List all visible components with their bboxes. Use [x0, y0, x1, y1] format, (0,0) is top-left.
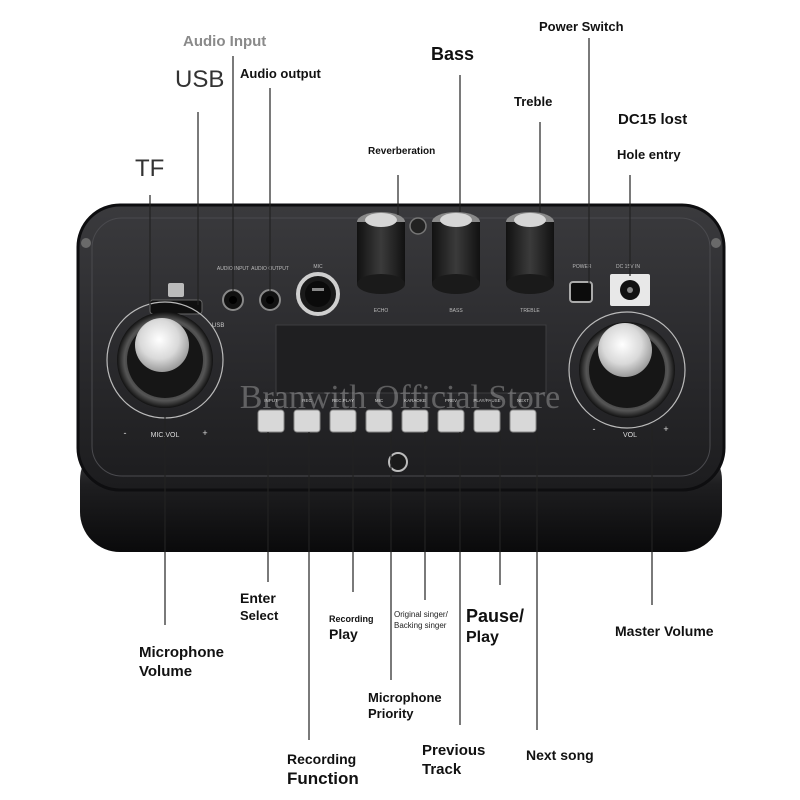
bass-knob	[432, 212, 480, 294]
label-dc15-lost: DC15 lost	[618, 111, 688, 128]
label-pause-play-2: Play	[466, 629, 499, 646]
button-mic	[365, 409, 393, 433]
label-original-singer: Original singer/	[394, 610, 448, 619]
label-tf: TF	[135, 155, 165, 182]
label-treble: Treble	[514, 94, 553, 109]
label-audio-input: Audio Input	[183, 33, 267, 50]
btn-label-next: NEXT	[517, 398, 529, 403]
button-prev	[437, 409, 465, 433]
label-power-switch: Power Switch	[539, 19, 624, 34]
button-rec-play	[329, 409, 357, 433]
panel-dc-label: DC 15V IN	[616, 264, 640, 270]
btn-label-prev: PREV	[445, 398, 457, 403]
panel-bass-label: BASS	[449, 308, 463, 314]
label-recording-function: Recording Function	[287, 749, 359, 789]
label-recording-small: Recording	[329, 614, 374, 624]
btn-label-rec-play: REC.PLAY	[332, 398, 354, 403]
button-rec	[293, 409, 321, 433]
label-pause: Pause/	[466, 606, 525, 626]
btn-label-rec: REC	[302, 398, 312, 403]
btn-label-mic: MIC	[375, 398, 384, 403]
display-window	[275, 324, 547, 394]
label-backing-singer: Backing singer	[394, 621, 447, 630]
label-recording: Recording	[287, 751, 357, 767]
button-play-pause	[473, 409, 501, 433]
label-pause-play: Pause/ Play	[466, 606, 524, 648]
label-usb: USB	[175, 66, 225, 93]
label-hole-entry: Hole entry	[617, 147, 681, 162]
label-microphone-priority: Microphone Priority	[368, 690, 442, 722]
btn-label-karaoke: KARAOKE	[404, 398, 426, 403]
button-karaoke	[401, 409, 429, 433]
panel-echo-label: ECHO	[374, 308, 389, 314]
watermark: Branwith Official Store	[240, 379, 560, 416]
panel-usb-label: USB	[212, 323, 224, 329]
mic-volume-knob	[106, 301, 224, 419]
label-microphone-volume: Microphone Volume	[139, 643, 224, 681]
treble-knob	[506, 212, 554, 294]
button-next	[509, 409, 537, 433]
label-previous-track: Previous Track	[422, 741, 485, 779]
panel-vol-label: VOL	[623, 432, 637, 439]
screw-left	[81, 238, 91, 248]
label-next-song: Next song	[526, 747, 594, 763]
label-enter-select: Enter Select	[240, 589, 278, 625]
panel-vol-plus: +	[663, 424, 668, 434]
label-reverberation: Reverberation	[368, 146, 436, 157]
label-play: Play	[329, 626, 358, 642]
label-original-backing-singer: Original singer/ Backing singer	[394, 609, 448, 631]
panel-vol-minus: -	[593, 424, 596, 434]
label-function: Function	[287, 769, 359, 788]
center-connector	[388, 452, 408, 472]
label-volume: Volume	[139, 663, 193, 680]
panel-mic-minus: -	[124, 428, 127, 438]
label-track: Track	[422, 761, 462, 778]
panel-power-label: POWER	[573, 264, 592, 270]
label-microphone-priority-1: Microphone	[368, 690, 442, 705]
master-volume-knob	[568, 311, 686, 429]
panel-mic-plus: +	[202, 428, 207, 438]
panel-mic-label: MIC	[313, 264, 323, 270]
label-select: Select	[240, 608, 279, 623]
btn-label-input: INPUT	[264, 398, 278, 403]
label-audio-output: Audio output	[240, 66, 321, 81]
label-microphone-priority-2: Priority	[368, 706, 414, 721]
label-enter: Enter	[240, 590, 276, 606]
label-microphone: Microphone	[139, 644, 224, 661]
knob-divider-screw	[409, 217, 427, 235]
label-master-volume: Master Volume	[615, 623, 714, 639]
btn-label-play-pause: PLAY/PAUSE	[473, 398, 500, 403]
function-buttons	[257, 409, 537, 433]
button-labels: INPUT REC REC.PLAY MIC KARAOKE PREV PLAY…	[264, 398, 529, 403]
label-bass: Bass	[431, 44, 475, 64]
panel-treble-label: TREBLE	[520, 308, 540, 314]
echo-knob	[357, 212, 405, 294]
screw-right	[711, 238, 721, 248]
label-previous: Previous	[422, 742, 486, 759]
button-input	[257, 409, 285, 433]
power-switch	[569, 281, 593, 303]
label-recording-play: Recording Play	[329, 612, 374, 642]
